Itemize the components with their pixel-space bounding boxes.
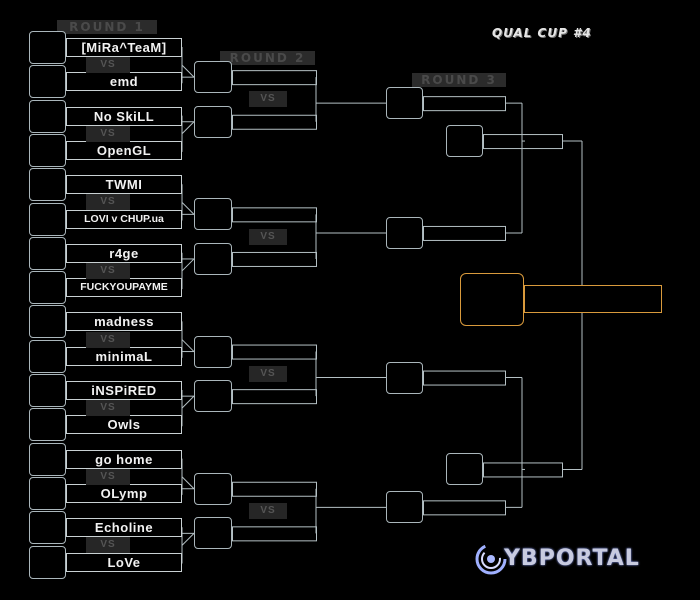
round-2-bar xyxy=(232,114,317,130)
team-slot xyxy=(29,236,66,270)
team-slot xyxy=(29,271,66,305)
team-name: OLymp xyxy=(66,483,182,503)
team-slot xyxy=(29,305,66,339)
round-2-slot xyxy=(194,242,232,275)
round-2-bar xyxy=(232,70,317,86)
semifinal-slot xyxy=(446,453,483,486)
round-1-vs: VS xyxy=(86,57,130,74)
bracket-connector xyxy=(181,201,195,215)
semifinal-slot xyxy=(446,125,483,158)
round-2-slot xyxy=(194,198,232,231)
champion-bar xyxy=(524,285,662,313)
round-2-slot xyxy=(194,335,232,368)
round-2-bar xyxy=(232,389,317,405)
round-1-vs: VS xyxy=(86,262,130,279)
team-name: emd xyxy=(66,72,182,92)
round-3-slot xyxy=(386,87,423,120)
team-name: LoVe xyxy=(66,552,182,572)
team-slot xyxy=(29,202,66,236)
team-slot xyxy=(29,65,66,99)
round-2-slot xyxy=(194,472,232,505)
round-2-bar xyxy=(232,207,317,223)
logo-text: YBPORTAL xyxy=(504,546,640,571)
team-name: TWMI xyxy=(66,175,182,195)
team-slot xyxy=(29,339,66,373)
team-slot xyxy=(29,168,66,202)
round-2-slot xyxy=(194,105,232,138)
team-name: No SkiLL xyxy=(66,106,182,126)
team-name: LOVI v CHUP.ua xyxy=(66,209,182,229)
team-name: FUCKYOUPAYME xyxy=(66,278,182,298)
champion-slot xyxy=(460,273,524,326)
round-2-bar xyxy=(232,344,317,360)
team-name: go home xyxy=(66,449,182,469)
round-1-vs: VS xyxy=(86,468,130,485)
round-2-slot xyxy=(194,517,232,550)
round-3-label: ROUND 3 xyxy=(412,73,506,87)
bracket-connector xyxy=(181,121,195,135)
round-2-slot xyxy=(194,380,232,413)
round-2-bar xyxy=(232,251,317,267)
round-1-vs: VS xyxy=(86,194,130,211)
team-name: minimaL xyxy=(66,346,182,366)
team-slot xyxy=(29,133,66,167)
team-name: iNSPiRED xyxy=(66,381,182,400)
round-2-vs: VS xyxy=(249,503,287,520)
team-slot xyxy=(29,31,66,64)
round-2-vs: VS xyxy=(249,91,287,108)
team-name: OpenGL xyxy=(66,140,182,160)
team-slot xyxy=(29,511,66,545)
cup-title: QUAL CUP #4 xyxy=(492,26,592,40)
round-3-slot xyxy=(386,361,423,394)
round-3-slot xyxy=(386,216,423,249)
round-3-slot xyxy=(386,491,423,524)
bracket-connector xyxy=(181,258,195,272)
bracket-connector xyxy=(181,64,195,78)
round-3-bar xyxy=(423,225,506,241)
round-3-bar xyxy=(423,96,506,112)
round-1-vs: VS xyxy=(86,400,130,417)
round-3-bar xyxy=(423,500,506,516)
team-name: [MiRa^TeaM] xyxy=(66,38,182,57)
bracket-connector xyxy=(181,395,195,409)
round-3-bar xyxy=(423,370,506,386)
round-2-vs: VS xyxy=(249,365,287,382)
round-1-vs: VS xyxy=(86,537,130,554)
swirl-logo-icon xyxy=(475,543,507,575)
team-slot xyxy=(29,442,66,476)
team-slot xyxy=(29,476,66,510)
round-1-vs: VS xyxy=(86,331,130,348)
bracket-connector xyxy=(181,532,195,546)
round-2-vs: VS xyxy=(249,228,287,245)
team-name: Owls xyxy=(66,415,182,435)
round-2-slot xyxy=(194,61,232,94)
team-slot xyxy=(29,99,66,133)
round-1-label: ROUND 1 xyxy=(57,20,157,34)
round-2-bar xyxy=(232,481,317,497)
team-name: madness xyxy=(66,312,182,332)
cybportal-logo: YBPORTAL xyxy=(474,540,674,580)
team-name: Echoline xyxy=(66,518,182,538)
team-slot xyxy=(29,374,66,407)
round-2-bar xyxy=(232,526,317,542)
team-name: r4ge xyxy=(66,243,182,263)
bracket-connector xyxy=(181,476,195,490)
team-slot xyxy=(29,408,66,442)
team-slot xyxy=(29,545,66,579)
round-1-vs: VS xyxy=(86,125,130,142)
bracket-connector xyxy=(181,339,195,352)
round-2-label: ROUND 2 xyxy=(220,51,315,65)
